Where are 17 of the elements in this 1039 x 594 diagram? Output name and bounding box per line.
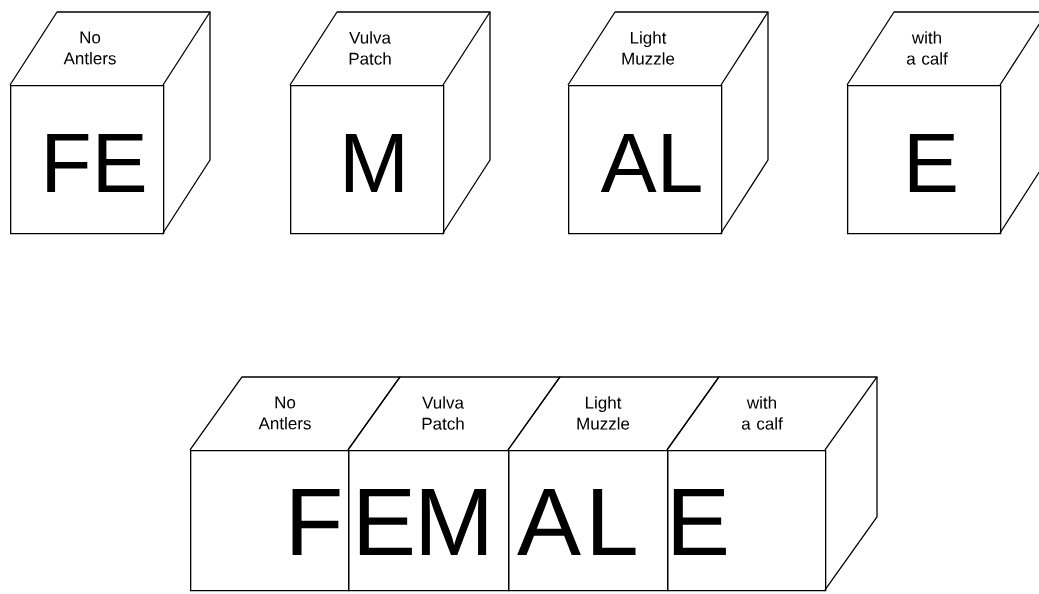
letter: E — [359, 488, 412, 555]
letter: L — [593, 488, 636, 555]
node-label: No Antlers — [63, 31, 116, 65]
cube: Light Muzzle AL — [567, 11, 769, 235]
cube: with a calf E — [846, 11, 1039, 235]
letter: M — [421, 488, 487, 555]
node-label: Vulva Patch — [349, 31, 391, 65]
node-label: with a calf — [906, 31, 948, 65]
letter: E — [673, 488, 726, 555]
node-label: with a calf — [741, 396, 783, 430]
letter: F — [292, 488, 340, 555]
node-label: Vulva Patch — [422, 396, 464, 430]
node-label: Light Muzzle — [577, 396, 630, 430]
cube: Vulva Patch M — [289, 11, 491, 235]
node-label: No Antlers — [258, 396, 311, 430]
cube: No Antlers FE — [9, 11, 211, 235]
node-label: Light Muzzle — [622, 31, 675, 65]
